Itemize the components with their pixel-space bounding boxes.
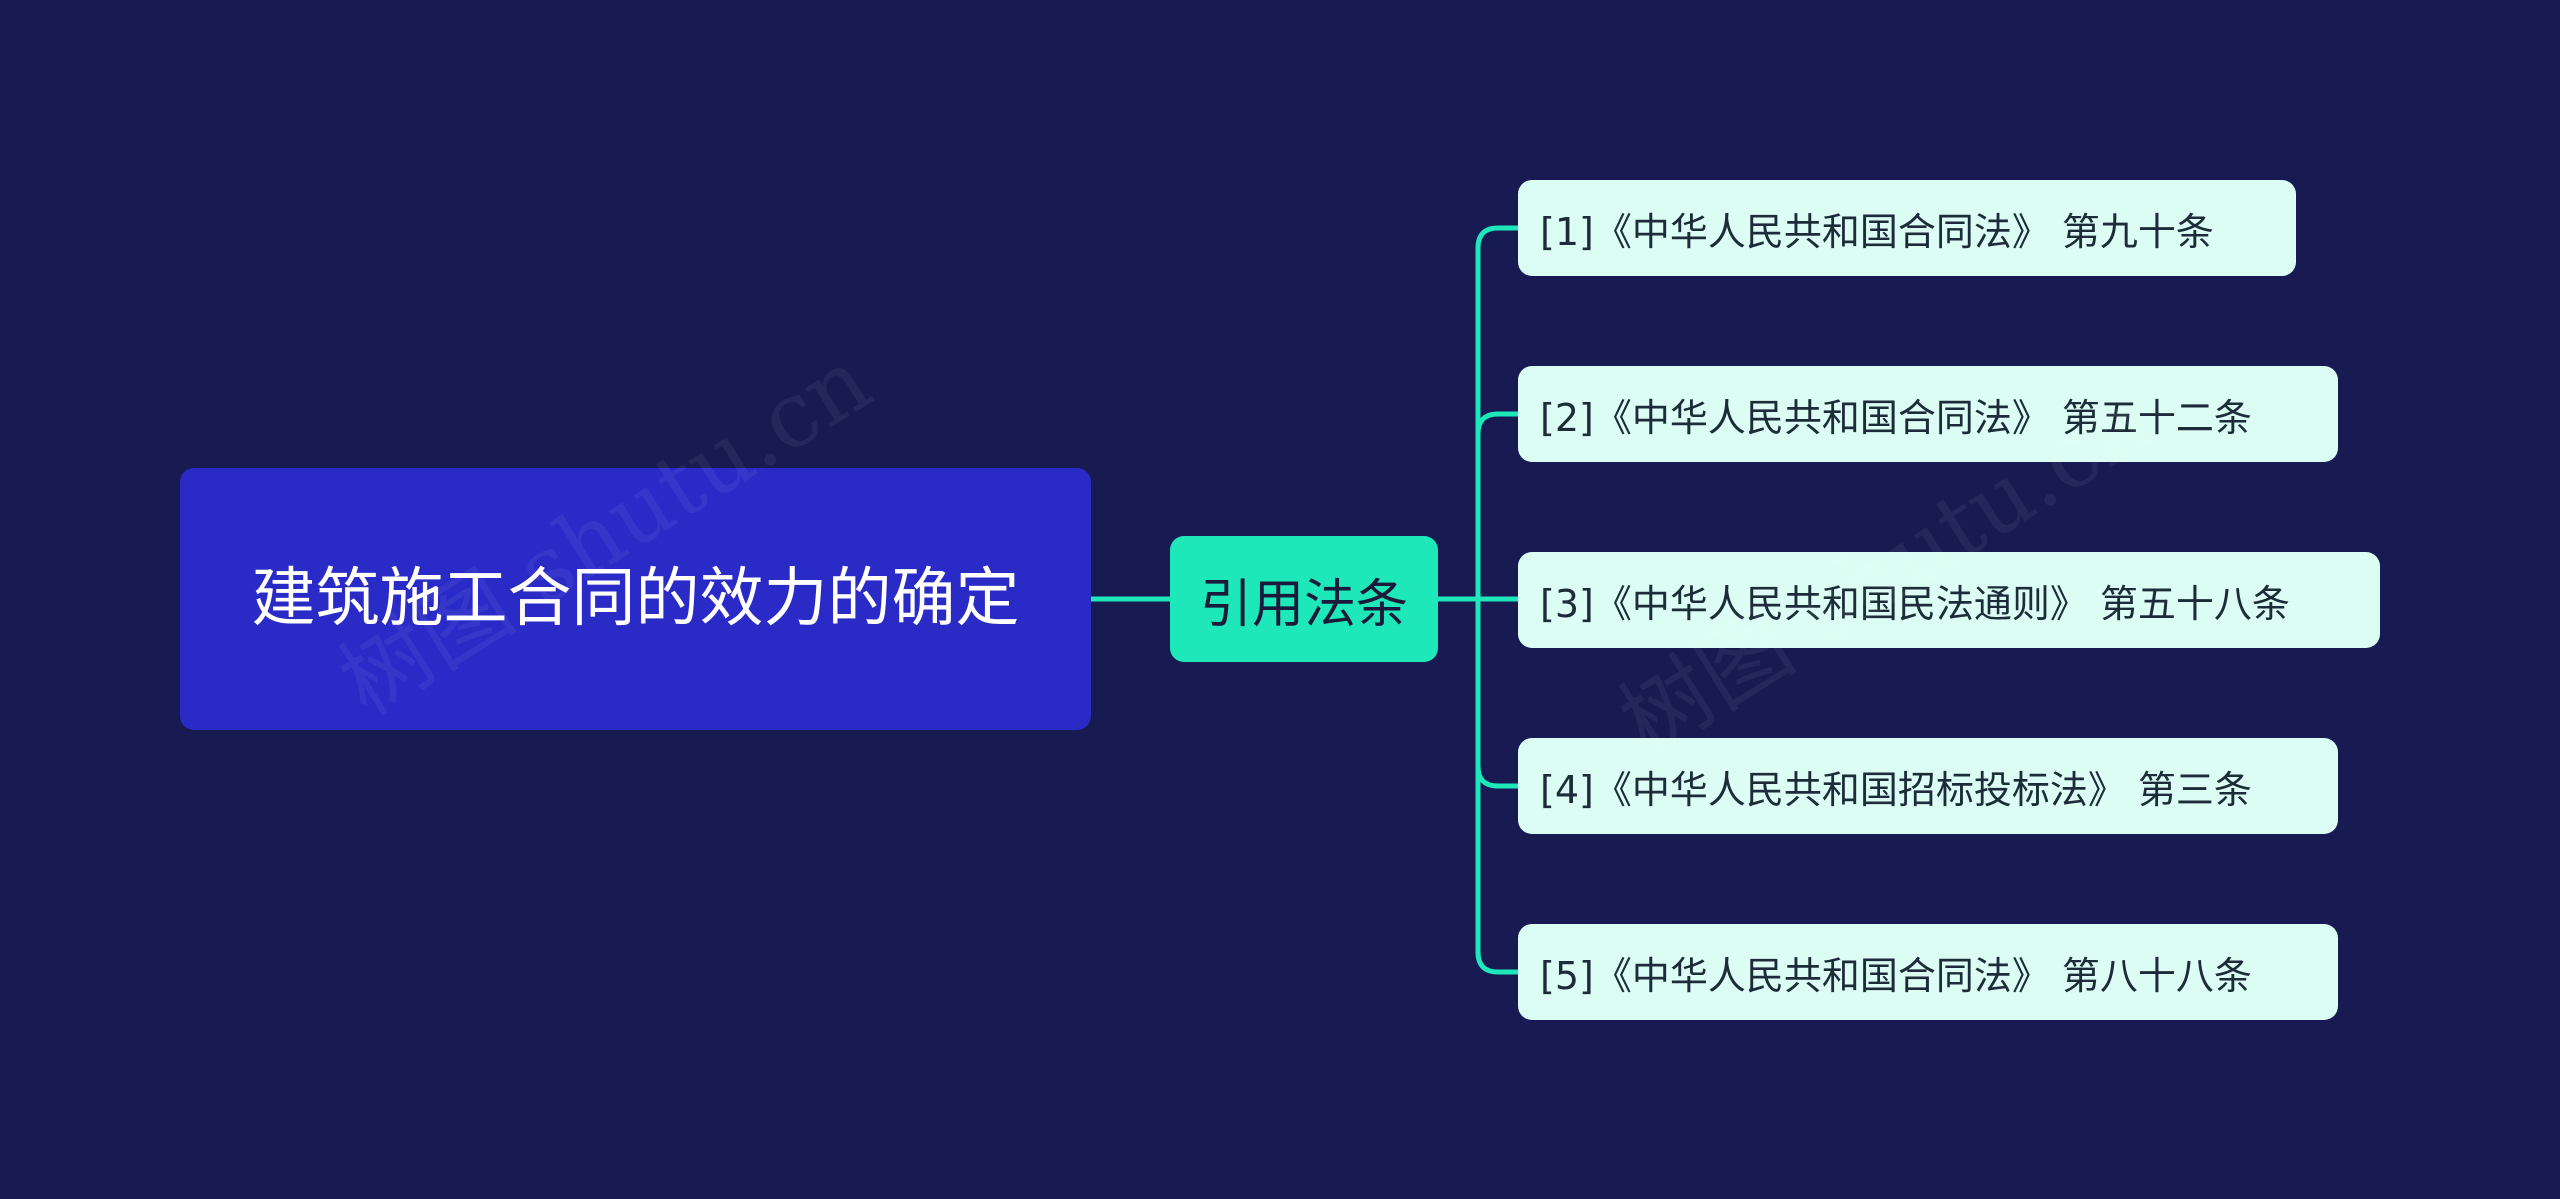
connector-leaf-2 (1475, 411, 1518, 599)
leaf-node-label: [5]《中华人民共和国合同法》 第八十八条 (1540, 953, 2252, 998)
branch-node-label: 引用法条 (1199, 574, 1408, 635)
leaf-node-label: [4]《中华人民共和国招标投标法》 第三条 (1540, 767, 2252, 812)
root-node-label: 建筑施工合同的效力的确定 (251, 562, 1020, 636)
connector-leaf-4 (1475, 599, 1518, 789)
leaf-node-2[interactable]: [2]《中华人民共和国合同法》 第五十二条 (1518, 366, 2338, 462)
leaf-node-label: [1]《中华人民共和国合同法》 第九十条 (1540, 209, 2214, 254)
leaf-node-1[interactable]: [1]《中华人民共和国合同法》 第九十条 (1518, 180, 2296, 276)
branch-node-cited-laws[interactable]: 引用法条 (1170, 536, 1438, 662)
leaf-node-4[interactable]: [4]《中华人民共和国招标投标法》 第三条 (1518, 738, 2338, 834)
leaf-node-label: [2]《中华人民共和国合同法》 第五十二条 (1540, 395, 2252, 440)
connector-leaf-5 (1475, 599, 1518, 975)
connector-leaf-1 (1475, 225, 1518, 599)
root-node[interactable]: 建筑施工合同的效力的确定 (180, 468, 1091, 730)
leaf-node-5[interactable]: [5]《中华人民共和国合同法》 第八十八条 (1518, 924, 2338, 1020)
leaf-node-3[interactable]: [3]《中华人民共和国民法通则》 第五十八条 (1518, 552, 2380, 648)
leaf-node-label: [3]《中华人民共和国民法通则》 第五十八条 (1540, 581, 2290, 626)
